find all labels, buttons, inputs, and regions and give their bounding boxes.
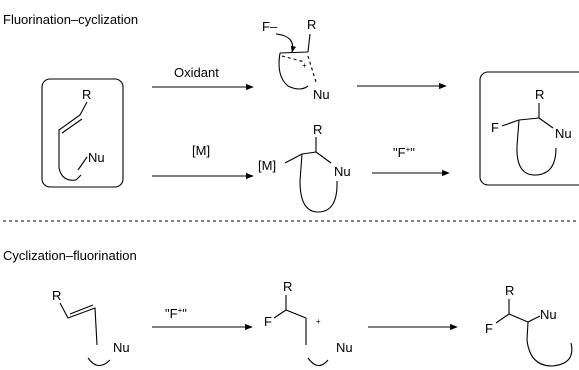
product-top: R F Nu [479,71,579,186]
start-r-label: R [82,87,91,102]
metal-label: [M] [192,143,210,158]
start-material-bottom: R Nu [52,288,130,367]
bint-r-label: R [283,279,292,294]
product-r-label: R [535,87,544,102]
fluoride-label: F– [262,19,278,34]
section-title-fluorination-cyclization: Fluorination–cyclization [3,12,138,27]
bstart-r-label: R [52,288,61,303]
curved-attack-arrow [275,33,296,53]
section-title-cyclization-fluorination: Cyclization–fluorination [3,248,137,263]
product-bottom: R F Nu [485,283,573,367]
start-material-box [41,78,124,188]
intB-nu-label: Nu [334,164,351,179]
bprod-r-label: R [505,283,514,298]
intA-r-label: R [307,17,316,32]
bint-f-label: F [264,314,272,329]
intB-metal-label: [M] [258,158,276,173]
start-nu-label: Nu [88,150,105,165]
intermediate-activated-alkene: F– R + Nu [262,17,330,102]
bint-nu-label: Nu [336,340,353,355]
bint-charge: + [316,317,321,326]
product-box [479,71,579,186]
start-material-top: R Nu [41,78,124,188]
intA-nu-label: Nu [313,87,330,102]
intermediate-carbocation: R F + Nu [264,279,353,367]
bstart-nu-label: Nu [113,340,130,355]
bprod-nu-label: Nu [540,307,557,322]
intB-r-label: R [313,122,322,137]
fluorinating-label-top: "F+" [393,145,415,160]
bprod-f-label: F [485,321,493,336]
product-nu-label: Nu [555,126,572,141]
intermediate-metallated: [M] R Nu [258,122,351,213]
product-f-label: F [491,120,499,135]
fluorinating-label-bottom: "F+" [165,306,187,321]
oxidant-label: Oxidant [174,65,219,80]
intA-charge: + [302,61,307,70]
